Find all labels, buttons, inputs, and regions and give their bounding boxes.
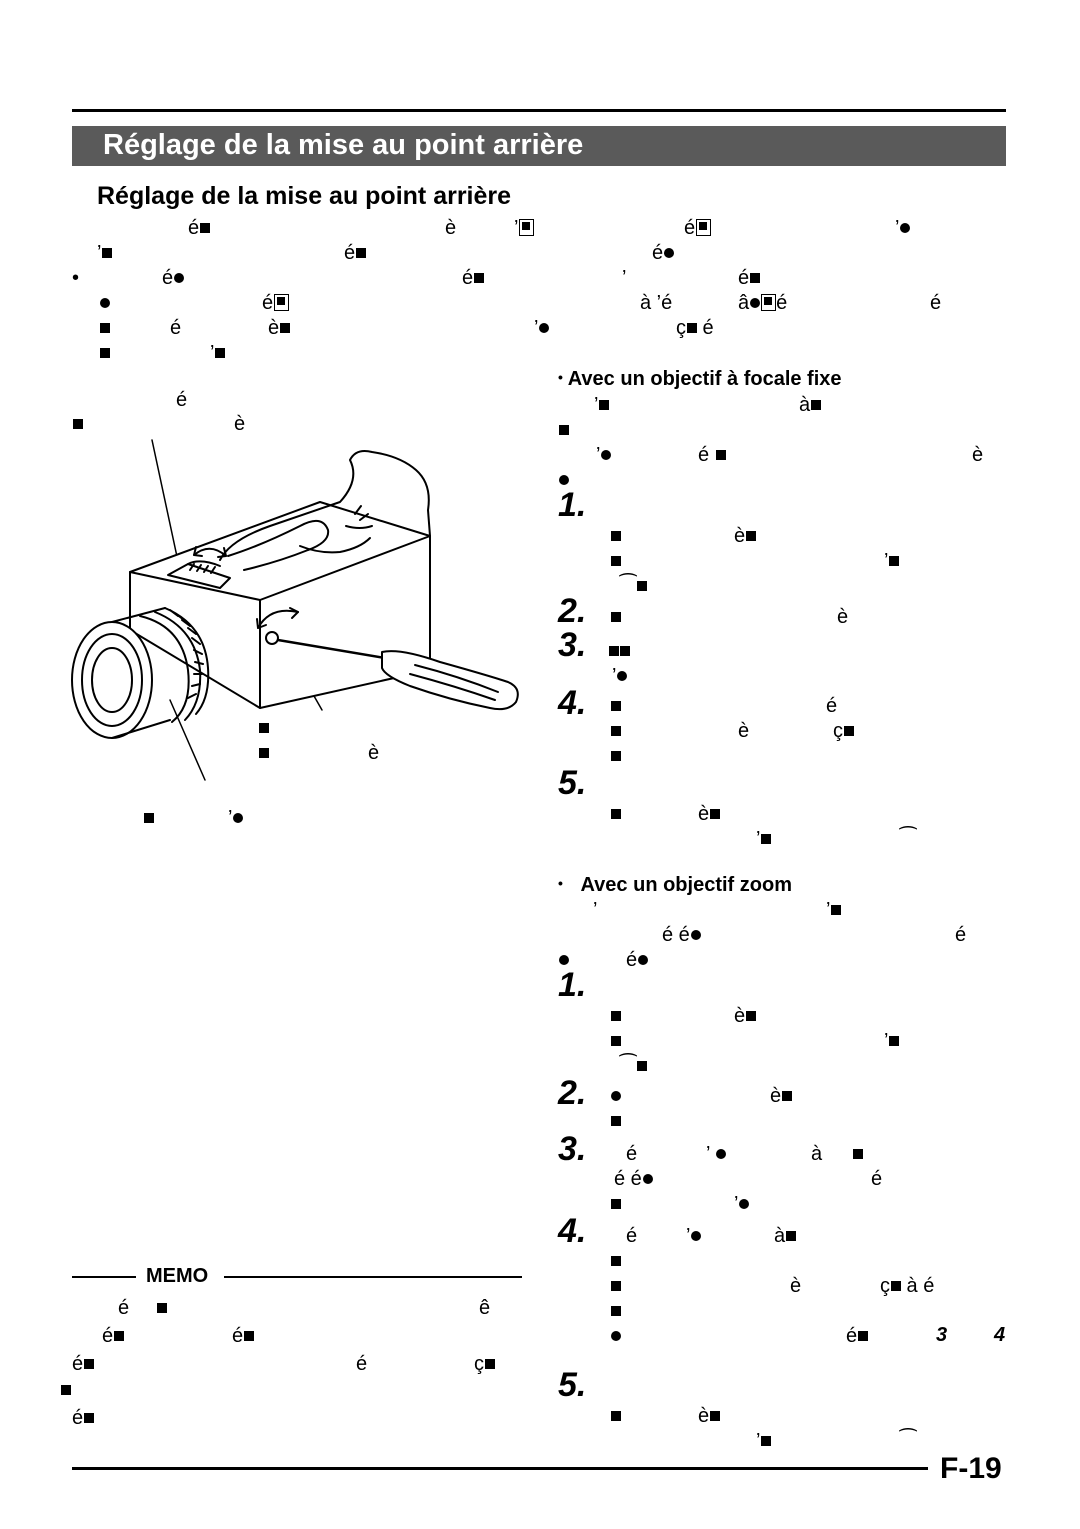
fixed-step-2: 2. [558,592,587,630]
memo-rule-left [72,1276,136,1278]
fixed-step-3-text [608,639,630,663]
section-title: Réglage de la mise au point arrière [103,129,584,161]
fixed-step-5: 5. [558,764,587,802]
bullet: • [558,875,563,891]
step-ref-3: 3 [936,1324,948,1346]
fixed-step-4: 4. [558,684,587,722]
page-number: F-19 [940,1452,1002,1485]
fixed-step-2-text [610,605,621,629]
fixed-lens-heading: • Avec un objectif à focale fixe [558,368,842,390]
zoom-step-5: 5. [558,1366,587,1404]
memo-label: MEMO [146,1265,209,1287]
fixed-step-1: 1. [558,486,587,524]
top-rule [72,109,1006,112]
bullet: • [558,369,563,385]
step-ref-4: 4 [994,1324,1006,1346]
subsection-title: Réglage de la mise au point arrière [97,182,512,210]
zoom-step-4: 4. [558,1212,587,1250]
section-banner [72,126,1006,166]
zoom-step-1: 1. [558,966,587,1004]
bottom-rule [72,1467,928,1470]
fixed-step-3: 3. [558,626,587,664]
camera-illustration [71,439,519,781]
zoom-step-3: 3. [558,1130,587,1168]
memo-rule-right [224,1276,522,1278]
zoom-lens-heading: • Avec un objectif zoom [558,874,792,896]
zoom-step-2: 2. [558,1074,587,1112]
